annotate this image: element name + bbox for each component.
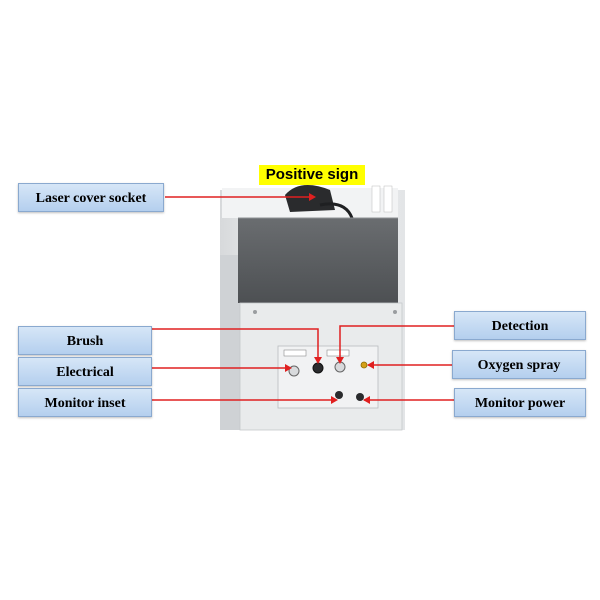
label-laser-cover-socket: Laser cover socket bbox=[18, 183, 164, 212]
label-monitor-power: Monitor power bbox=[454, 388, 586, 417]
plate-tag bbox=[283, 349, 307, 357]
electrical-connector-icon bbox=[288, 365, 300, 377]
dark-hood bbox=[238, 218, 398, 303]
plate-tag bbox=[326, 349, 350, 357]
monitor-inset-connector-icon bbox=[335, 391, 343, 399]
positive-sign-title: Positive sign bbox=[259, 165, 365, 185]
arrowheads bbox=[285, 193, 374, 404]
label-monitor-inset: Monitor inset bbox=[18, 388, 152, 417]
brush-connector-icon bbox=[312, 362, 324, 374]
screw-icon bbox=[253, 310, 257, 314]
screw-icon bbox=[393, 310, 397, 314]
label-brush: Brush bbox=[18, 326, 152, 355]
cabinet-side-panel bbox=[220, 255, 240, 430]
cable bbox=[319, 202, 354, 219]
label-detection: Detection bbox=[454, 311, 586, 340]
oxygen-nozzle-icon bbox=[360, 361, 368, 369]
tube-right bbox=[383, 185, 393, 213]
label-electrical: Electrical bbox=[18, 357, 152, 386]
monitor-power-connector-icon bbox=[356, 393, 364, 401]
tube-left bbox=[371, 185, 381, 213]
leader-lines bbox=[152, 196, 454, 401]
label-oxygen-spray: Oxygen spray bbox=[452, 350, 586, 379]
